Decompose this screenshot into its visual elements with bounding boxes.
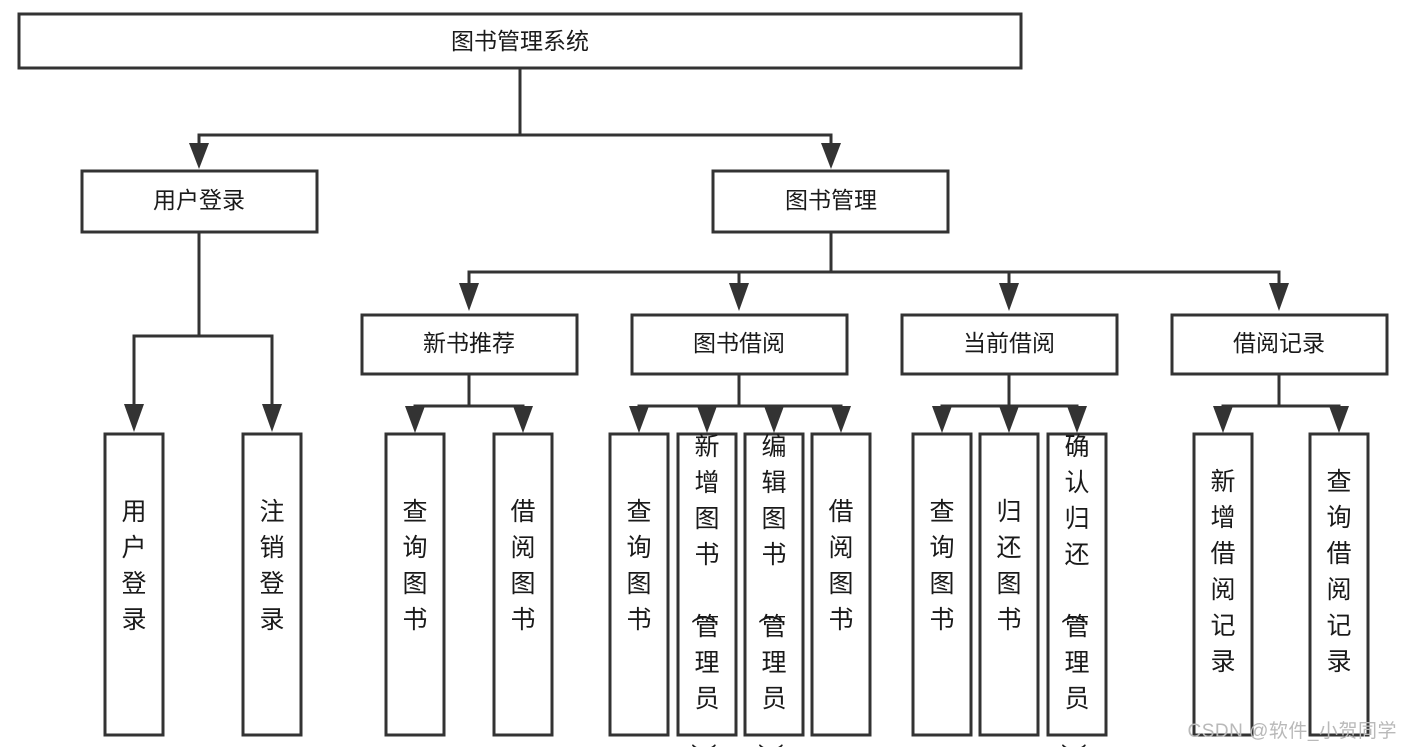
arrow-icon-book-borrow-leaf-4 <box>831 406 851 433</box>
arrow-icon-borrow-record-leaf-1 <box>1213 406 1233 433</box>
leaf-book-borrow-1-label: 查询图书 <box>626 498 651 634</box>
leaf-current-borrow-2[interactable]: 归还图书 <box>978 432 1040 737</box>
node-user-login[interactable]: 用户登录 <box>80 169 319 234</box>
leaf-book-borrow-3[interactable]: 编辑图书（管理员） <box>743 432 805 747</box>
leaf-book-borrow-4[interactable]: 借阅图书 <box>810 432 872 737</box>
arrow-icon-book-borrow-leaf-1 <box>629 406 649 433</box>
connector-group-book-manage <box>459 231 1289 311</box>
leaf-book-borrow-2-label: 新增图书（管理员） <box>688 433 719 747</box>
connector-group-user-login <box>124 231 282 432</box>
leaf-new-book-2[interactable]: 借阅图书 <box>492 432 554 737</box>
arrow-icon-new-book-leaf-1 <box>405 406 425 433</box>
arrow-icon-current-borrow-leaf-1 <box>932 406 952 433</box>
node-user-login-box[interactable] <box>80 169 319 234</box>
leaf-user-login-1-box[interactable] <box>103 432 165 737</box>
node-new-book-recommend[interactable]: 新书推荐 <box>360 313 579 376</box>
node-borrow-record-label: 借阅记录 <box>1233 330 1325 356</box>
leaf-borrow-record-2-box[interactable] <box>1308 432 1370 737</box>
node-borrow-record-box[interactable] <box>1170 313 1389 376</box>
arrow-icon-to-current <box>999 283 1019 311</box>
leaf-book-borrow-4-label: 借阅图书 <box>828 498 853 634</box>
arrow-icon-user-login-leaf-1 <box>124 404 144 432</box>
node-root-box[interactable] <box>17 12 1023 70</box>
leaf-new-book-1-label: 查询图书 <box>402 498 427 634</box>
leaf-current-borrow-1-label: 查询图书 <box>929 498 954 634</box>
node-book-borrow-label: 图书借阅 <box>693 330 785 356</box>
leaf-user-login-2-box[interactable] <box>241 432 303 737</box>
leaf-borrow-record-1[interactable]: 新增借阅记录 <box>1192 432 1254 737</box>
arrow-icon-new-book-leaf-2 <box>513 406 533 433</box>
leaf-new-book-2-label: 借阅图书 <box>510 498 535 634</box>
leaf-book-borrow-3-label: 编辑图书（管理员） <box>755 433 786 747</box>
arrow-icon-current-borrow-leaf-3 <box>1067 406 1087 433</box>
node-current-borrow-box[interactable] <box>900 313 1119 376</box>
leaf-current-borrow-2-label: 归还图书 <box>996 498 1021 634</box>
leaf-book-borrow-2-box[interactable] <box>676 432 738 737</box>
arrow-icon-to-user-login <box>189 143 209 169</box>
leaf-user-login-2[interactable]: 注销登录 <box>241 432 303 737</box>
node-book-manage-box[interactable] <box>711 169 950 234</box>
leaf-book-borrow-2[interactable]: 新增图书（管理员） <box>676 432 738 747</box>
leaf-current-borrow-2-box[interactable] <box>978 432 1040 737</box>
leaf-borrow-record-1-label: 新增借阅记录 <box>1210 468 1235 676</box>
leaf-new-book-1-box[interactable] <box>384 432 446 737</box>
leaf-borrow-record-1-box[interactable] <box>1192 432 1254 737</box>
arrow-icon-book-borrow-leaf-2 <box>697 406 717 433</box>
node-book-borrow[interactable]: 图书借阅 <box>630 313 849 376</box>
leaf-borrow-record-2-label: 查询借阅记录 <box>1326 468 1351 676</box>
leaf-borrow-record-2[interactable]: 查询借阅记录 <box>1308 432 1370 737</box>
connector-group-borrow-record <box>1213 372 1349 433</box>
node-new-book-recommend-box[interactable] <box>360 313 579 376</box>
arrow-icon-to-new-book <box>459 283 479 311</box>
node-new-book-recommend-label: 新书推荐 <box>423 330 515 356</box>
arrow-icon-borrow-record-leaf-2 <box>1329 406 1349 433</box>
node-book-borrow-box[interactable] <box>630 313 849 376</box>
node-current-borrow-label: 当前借阅 <box>963 330 1055 356</box>
leaf-new-book-2-box[interactable] <box>492 432 554 737</box>
leaf-current-borrow-3-label: 确认归还（管理员） <box>1058 433 1089 747</box>
leaf-book-borrow-1-box[interactable] <box>608 432 670 737</box>
connector-group-root <box>189 67 841 169</box>
node-current-borrow[interactable]: 当前借阅 <box>900 313 1119 376</box>
arrow-icon-to-borrow <box>729 283 749 311</box>
connector-group-book-borrow <box>629 372 851 433</box>
arrow-icon-to-book-manage <box>821 143 841 169</box>
node-borrow-record[interactable]: 借阅记录 <box>1170 313 1389 376</box>
leaf-current-borrow-1-box[interactable] <box>911 432 973 737</box>
node-book-manage[interactable]: 图书管理 <box>711 169 950 234</box>
leaf-user-login-2-label: 注销登录 <box>259 498 284 634</box>
leaf-book-borrow-3-box[interactable] <box>743 432 805 737</box>
arrow-icon-to-record <box>1269 283 1289 311</box>
leaf-book-borrow-4-box[interactable] <box>810 432 872 737</box>
connector-group-current-borrow <box>932 372 1087 433</box>
leaf-current-borrow-3[interactable]: 确认归还（管理员） <box>1046 432 1108 747</box>
node-root-label: 图书管理系统 <box>451 28 589 54</box>
node-book-manage-label: 图书管理 <box>785 187 877 213</box>
leaf-current-borrow-1[interactable]: 查询图书 <box>911 432 973 737</box>
leaf-user-login-1-label: 用户登录 <box>121 498 146 634</box>
arrow-icon-book-borrow-leaf-3 <box>764 406 784 433</box>
arrow-icon-current-borrow-leaf-2 <box>999 406 1019 433</box>
node-root[interactable]: 图书管理系统 <box>17 12 1023 70</box>
leaf-user-login-1[interactable]: 用户登录 <box>103 432 165 737</box>
leaf-current-borrow-3-box[interactable] <box>1046 432 1108 737</box>
arrow-icon-user-login-leaf-2 <box>262 404 282 432</box>
connector-group-new-book <box>405 372 533 433</box>
leaf-book-borrow-1[interactable]: 查询图书 <box>608 432 670 737</box>
leaf-new-book-1[interactable]: 查询图书 <box>384 432 446 737</box>
node-user-login-label: 用户登录 <box>153 187 245 213</box>
